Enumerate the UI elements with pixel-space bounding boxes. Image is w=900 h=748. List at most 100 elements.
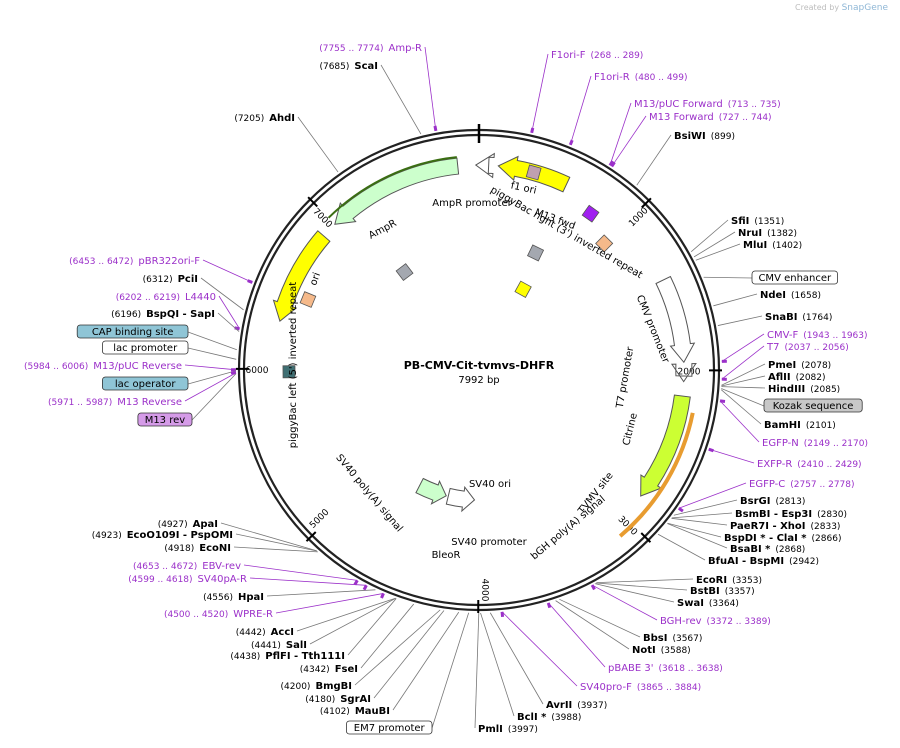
site-name: SV40pA-R [198,574,247,585]
site-position: (2078) [801,361,831,371]
enzyme-swai: SwaI(3364) [677,598,739,609]
leader-line [275,593,384,614]
tick-mark [307,196,318,208]
tick-mark [305,531,317,542]
site-name: BamHI [764,420,801,431]
enzyme-ecoo109i-pspomi: (4923)EcoO109I - PspOMI [92,530,233,541]
site-position: (6453 .. 6472) [69,257,133,267]
site-position: (3357) [725,587,755,597]
site-position: (2149 .. 2170) [804,439,868,449]
leader-line [594,583,675,603]
leader-line [184,364,237,371]
feature-ampr [334,157,460,225]
enzyme-bcli: BclI *(3988) [517,712,581,723]
feature-citrine [640,394,691,497]
site-name: EcoNI [199,543,231,554]
primer-egfp-c: EGFP-C(2757 .. 2778) [749,479,855,490]
leader-line [609,102,632,166]
leader-line [721,363,766,386]
site-position: (1402) [772,241,802,251]
site-position: (3937) [577,701,607,711]
primer-sv40pro-f: SV40pro-F(3865 .. 3884) [580,682,701,693]
feature-tvmv-site [525,164,542,181]
enzyme-sgrai: (4180) SgrAI [305,694,371,705]
site-name: BsaBI * [730,544,771,555]
site-position: (727 .. 744) [719,113,772,123]
site-name: SgrAI [340,694,371,705]
plasmid-length: 7992 bp [458,375,499,386]
primer-site-mark [608,160,614,167]
site-name: BbsI [643,633,667,644]
site-name: PaeR7I - XhoI [730,521,806,532]
site-name: CMV-F [767,330,798,341]
feature-label-sv40-poly-a-signal: SV40 poly(A) signal [333,452,404,534]
feature-tag-text: Kozak sequence [773,401,854,412]
leader-line [296,597,396,632]
enzyme-hindiii: HindIII(2085) [768,384,840,395]
primer-site-mark [362,584,368,591]
leader-line [721,345,765,380]
site-name: F1ori-R [594,72,630,83]
feature-label-citrine: Citrine [621,412,640,447]
feature-tag-text: CMV enhancer [758,273,832,284]
leader-line [555,600,630,650]
site-position: (3353) [732,576,762,586]
leader-line [695,243,741,261]
site-name: Amp-R [389,43,423,54]
site-position: (4438) [230,652,260,662]
site-position: (2101) [806,421,836,431]
primer-exfp-r: EXFP-R(2410 .. 2429) [757,459,862,470]
leader-line [243,564,358,581]
enzyme-bspdi-clai: BspDI * - ClaI *(2866) [724,533,841,544]
primer-site-mark [546,602,552,609]
leader-line [489,612,544,705]
site-position: (4927) [158,520,188,530]
site-position: (4180) [305,695,335,705]
site-name: PciI [178,274,198,285]
enzyme-bmgbi: (4200)BmgBI [281,681,352,692]
leader-line [233,546,318,553]
site-position: (5971 .. 5987) [48,398,112,408]
site-position: (6196) [111,310,141,320]
tick-mark [641,197,652,209]
feature-label-piggybac-left-5-inverted-repeat: piggyBac left (5') inverted repeat [288,282,299,448]
feature-lac [282,365,296,379]
leader-lines [184,46,766,729]
site-position: (4200) [281,682,311,692]
primer-egfp-n: EGFP-N(2149 .. 2170) [762,438,868,449]
leader-line [191,373,237,421]
site-name: SfiI [731,216,749,227]
site-name: BclI * [517,712,547,723]
feature-tag-text: M13 rev [145,415,186,426]
site-position: (1382) [767,229,797,239]
feature-tag-box [751,270,838,285]
feature-label-bleor: BleoR [432,550,461,561]
site-name: MauBI [355,706,390,717]
enzyme-econi: (4918)EcoNI [164,543,231,554]
leader-line [187,331,237,351]
primer-site-mark [590,584,596,591]
leader-line [721,375,766,387]
enzyme-mlui: MluI(1402) [743,240,802,251]
site-position: (2410 .. 2429) [797,460,861,470]
credit-prefix: Created by [795,3,840,12]
site-name: HindIII [768,384,805,395]
site-position: (4102) [320,707,350,717]
site-name: L4440 [185,292,216,303]
site-position: (4556) [203,593,233,603]
leader-line [235,533,317,552]
plasmid-name: PB-CMV-Cit-tvmvs-DHFR [404,359,555,372]
tick-mark [640,532,652,543]
site-position: (3997) [508,725,538,735]
site-name: BspDI * - ClaI * [724,533,807,544]
feature-piggybac-right-3-inverted-repeat [595,234,614,253]
leader-line [693,231,736,258]
enzyme-acci: (4442)AccI [236,627,294,638]
enzyme-ahdi: (7205)AhdI [234,113,295,124]
feature-tag-cap-binding-site: CAP binding site [76,324,189,339]
leader-line [713,293,758,307]
primer-site-mark [353,579,359,586]
site-name: WPRE-R [233,609,273,620]
leader-line [720,389,762,425]
leader-line [721,386,766,389]
